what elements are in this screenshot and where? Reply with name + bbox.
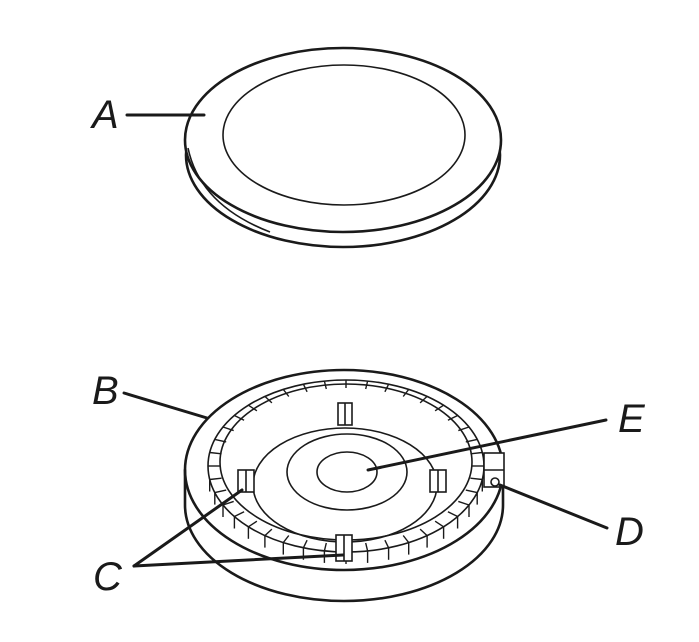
flame-port bbox=[222, 500, 234, 506]
flame-port bbox=[264, 395, 273, 404]
flame-port bbox=[209, 477, 222, 481]
cap-support-back bbox=[337, 402, 353, 426]
flame-port bbox=[434, 404, 444, 412]
flame-port bbox=[248, 404, 258, 412]
flame-port bbox=[323, 380, 327, 390]
flame-ports bbox=[208, 380, 484, 564]
flame-port bbox=[214, 489, 227, 494]
cap-support-left bbox=[237, 469, 255, 493]
flame-port bbox=[402, 388, 410, 397]
label-e: E bbox=[618, 397, 646, 441]
flame-port bbox=[365, 542, 369, 552]
flame-port bbox=[282, 535, 290, 544]
flame-port bbox=[282, 388, 290, 397]
flame-port bbox=[419, 395, 428, 404]
label-b: B bbox=[92, 369, 119, 413]
flame-port bbox=[214, 438, 227, 443]
flame-port bbox=[234, 511, 245, 518]
electrode bbox=[483, 452, 505, 488]
flame-port bbox=[302, 539, 308, 549]
flame-port bbox=[323, 542, 327, 552]
flame-port bbox=[365, 380, 369, 390]
cap-support-front bbox=[335, 534, 353, 562]
flame-port bbox=[434, 520, 444, 528]
flame-port bbox=[465, 438, 478, 443]
label-c: C bbox=[93, 555, 123, 599]
cap-support-right bbox=[429, 469, 447, 493]
leader-c-1 bbox=[132, 488, 244, 568]
burner-base bbox=[183, 368, 505, 603]
flame-port bbox=[222, 426, 234, 432]
flame-port bbox=[209, 451, 222, 455]
flame-port bbox=[234, 414, 245, 421]
flame-port bbox=[470, 477, 483, 481]
flame-port bbox=[465, 489, 478, 494]
flame-port bbox=[384, 383, 390, 393]
flame-port bbox=[302, 383, 308, 393]
flame-port bbox=[384, 539, 390, 549]
leader-d bbox=[498, 483, 609, 530]
flame-port bbox=[447, 414, 458, 421]
flame-port bbox=[447, 511, 458, 518]
flame-port bbox=[402, 535, 410, 544]
flame-port bbox=[419, 528, 428, 537]
flame-port bbox=[458, 500, 470, 506]
label-d: D bbox=[615, 510, 644, 554]
leader-b bbox=[122, 391, 209, 420]
flame-port bbox=[458, 426, 470, 432]
flame-port bbox=[248, 520, 258, 528]
leader-c-2 bbox=[132, 553, 345, 568]
leader-e bbox=[366, 418, 608, 472]
flame-port bbox=[264, 528, 273, 537]
burner-cap bbox=[183, 46, 503, 249]
flame-port bbox=[470, 451, 483, 455]
label-a: A bbox=[90, 93, 119, 137]
